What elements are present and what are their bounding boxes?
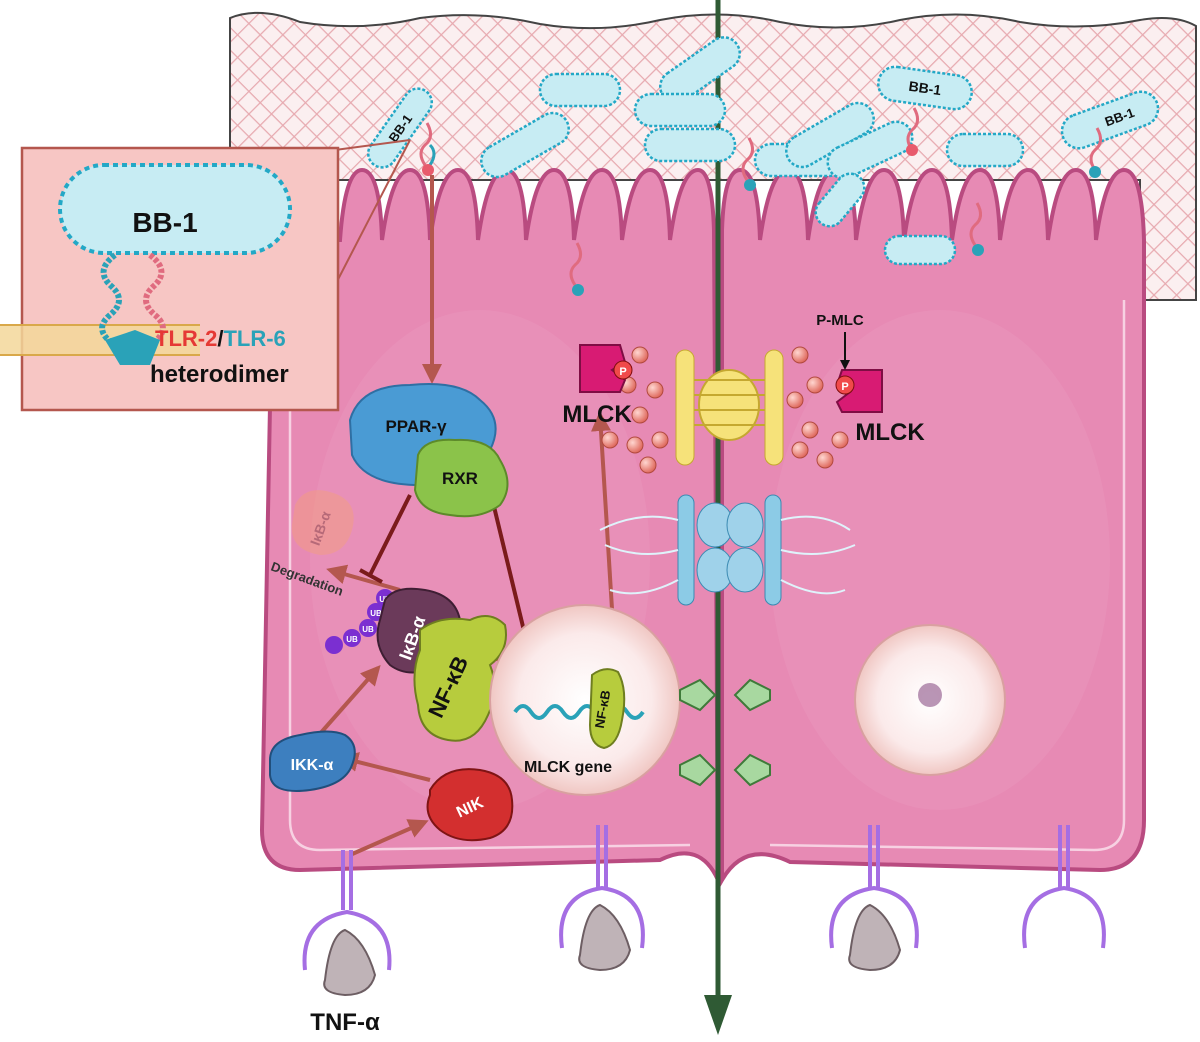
bacterium-2 <box>480 111 570 179</box>
ikk-alpha: IKK-α <box>269 730 356 792</box>
bacterium-14 <box>814 172 866 228</box>
ikk-label: IKK-α <box>291 757 334 774</box>
bacterium-label: BB-1 <box>908 78 943 98</box>
ppar-label: PPAR-γ <box>385 417 447 436</box>
bacterium-12: BB-1 <box>1060 90 1160 150</box>
nf-kb: NF-κB <box>413 615 507 742</box>
p-mlc-label: P-MLC <box>816 312 864 329</box>
bacteria-group: BB-1 BB-1 <box>366 36 1160 266</box>
mlck-gene-label: MLCK gene <box>524 759 612 776</box>
tnf-label: TNF-α <box>310 1009 380 1036</box>
nucleus-left: NF-κB MLCK gene <box>489 604 681 796</box>
tight-junction: P MLCK P MLCK P-MLC <box>562 312 925 474</box>
heterodimer-label: heterodimer <box>150 361 289 388</box>
inset-panel: BB-1 TLR-2/TLR-6 heterodimer <box>0 139 411 412</box>
inset-bacterium-label: BB-1 <box>132 207 197 238</box>
ikb-alpha-degraded: IκB-α <box>291 490 354 555</box>
bacterium-13 <box>883 234 957 266</box>
rxr: RXR <box>413 438 509 518</box>
ub-label: UB <box>362 625 374 634</box>
tlr-anchors <box>422 144 1101 296</box>
svg-text:TLR-2/TLR-6: TLR-2/TLR-6 <box>155 326 286 351</box>
nfkb-nuclear: NF-κB <box>588 668 626 750</box>
tnf-ligands <box>323 903 902 997</box>
desmosomes <box>679 678 771 787</box>
rxr-label: RXR <box>442 469 478 488</box>
mlck-label: MLCK <box>562 401 632 428</box>
mlck-label: MLCK <box>855 419 925 446</box>
ub-label: UB <box>370 609 382 618</box>
mlck-right: P MLCK <box>835 369 925 446</box>
bacterium-11 <box>945 132 1025 168</box>
bacterium-6 <box>643 127 737 163</box>
myosin-light-chains <box>601 346 849 474</box>
bacterium-10: BB-1 <box>877 65 973 111</box>
tlr2-label: TLR-2 <box>155 326 217 351</box>
ub-label: UB <box>346 635 358 644</box>
nucleus-right <box>854 624 1006 776</box>
tnf-receptors <box>302 825 1106 971</box>
tlr6-label: TLR-6 <box>223 326 285 351</box>
paracellular-flux-arrow <box>704 0 732 1035</box>
right-cell <box>720 167 1146 888</box>
bacterium-5 <box>633 92 727 128</box>
bacterium-3 <box>538 72 622 108</box>
phospho-label: P <box>619 366 626 378</box>
slash-label: / <box>217 326 223 351</box>
ubiquitin-chain: UB UB UB UB <box>325 589 394 654</box>
nik: NIK <box>426 768 514 842</box>
mlck-left: P MLCK <box>562 344 633 428</box>
phospho-label: P <box>841 381 848 393</box>
adherens-junction <box>599 494 856 606</box>
nfkb-nuclear-label: NF-κB <box>592 689 613 729</box>
inset-bacterium: BB-1 <box>58 163 292 255</box>
tlr-receptors <box>419 107 1102 286</box>
